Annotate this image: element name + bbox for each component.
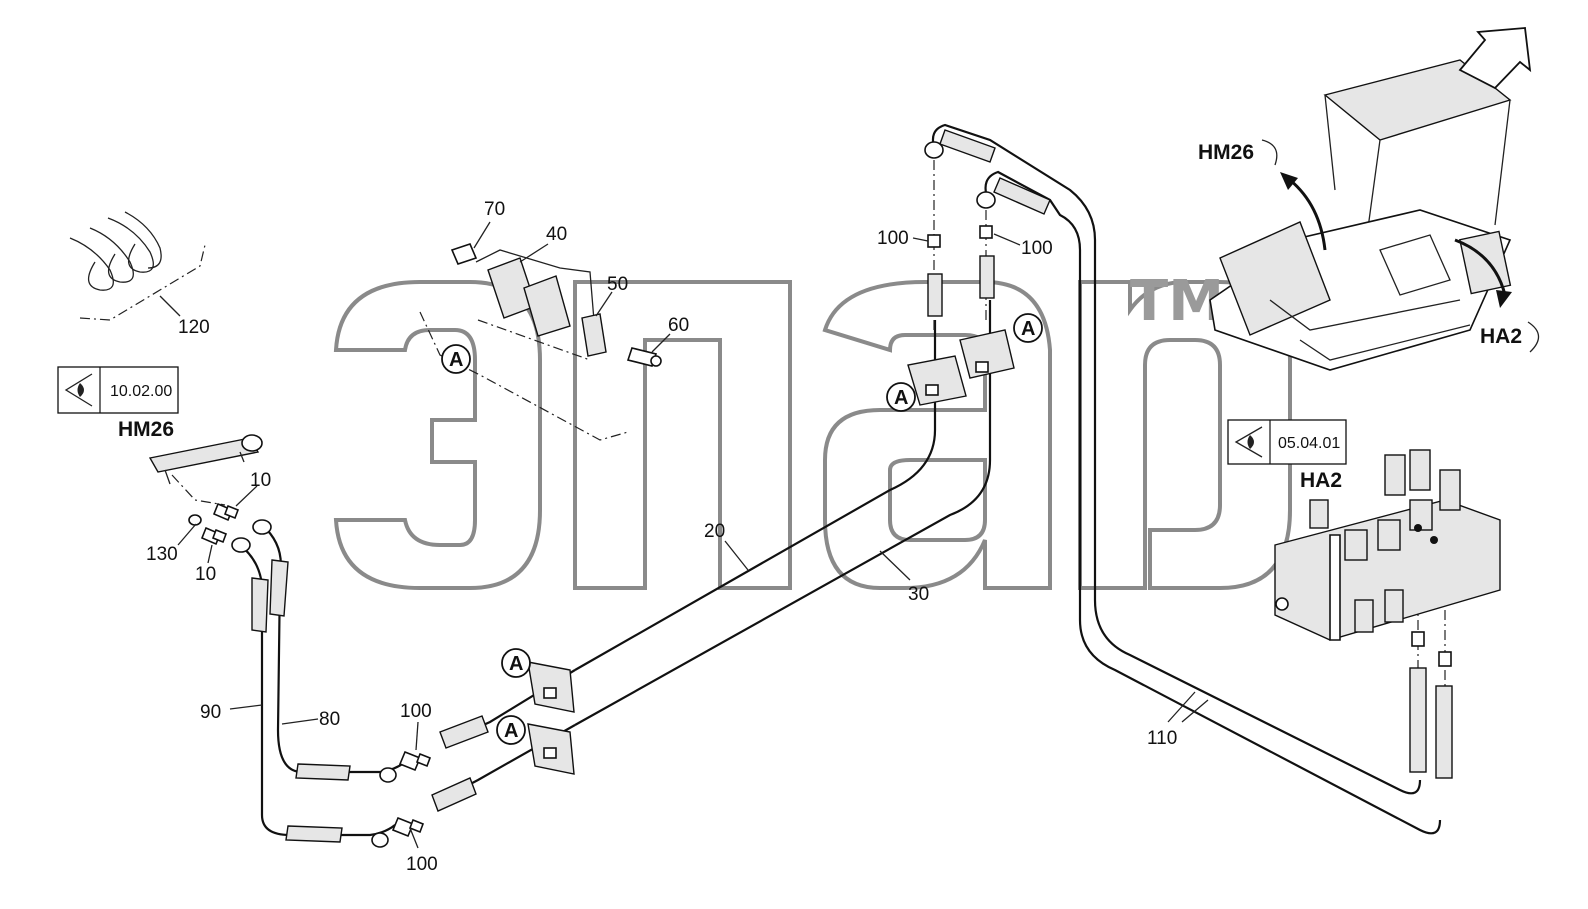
- direction-arrow-icon: [1458, 27, 1532, 90]
- callout-10-lower: 10: [195, 564, 216, 585]
- callout-120: 120: [178, 317, 210, 338]
- eye-view-icon: [1234, 426, 1263, 458]
- component-label-ha2: HA2: [1300, 469, 1342, 492]
- callout-50: 50: [607, 274, 628, 295]
- fitting-100-lower: [371, 816, 425, 848]
- watermark-logo: TM: [333, 269, 1292, 590]
- fitting-10-b: [200, 526, 228, 546]
- detail-marker-a-5: A: [496, 715, 526, 745]
- detail-marker-a-2: A: [886, 382, 916, 412]
- curved-arrow-icon: [1280, 172, 1512, 308]
- svg-text:A: A: [509, 653, 523, 675]
- callout-30: 30: [908, 584, 929, 605]
- hose-80: [252, 519, 406, 781]
- hose-20: [439, 320, 937, 749]
- o-ring-130: [188, 514, 202, 526]
- hydraulic-cylinder-hm26: [148, 434, 263, 506]
- cable-ties: [69, 211, 206, 321]
- callout-100-upper-left: 100: [877, 228, 909, 249]
- fitting-100-upper: [379, 750, 432, 783]
- fitting-10-a: [212, 502, 240, 522]
- callout-40: 40: [546, 224, 567, 245]
- component-label-hm26: HM26: [118, 418, 174, 441]
- view-ref-ha2: 05.04.01: [1278, 435, 1340, 452]
- view-box-ha2: 05.04.01: [1227, 419, 1347, 465]
- callout-10-upper: 10: [250, 470, 271, 491]
- callout-60: 60: [668, 315, 689, 336]
- trademark-label: TM: [1130, 269, 1224, 334]
- callout-100-lower: 100: [406, 854, 438, 875]
- callout-20: 20: [704, 521, 725, 542]
- svg-text:A: A: [1021, 318, 1035, 340]
- detail-marker-a-3: A: [1013, 313, 1043, 343]
- overview-label-hm26: HM26: [1198, 141, 1254, 164]
- eye-view-icon: [64, 373, 93, 407]
- control-valve-ha2: [1274, 449, 1501, 641]
- view-ref-hm26: 10.02.00: [110, 383, 172, 400]
- view-box-hm26: 10.02.00: [57, 366, 179, 414]
- detail-marker-a-4: A: [501, 648, 531, 678]
- callout-100-lower-upper: 100: [400, 701, 432, 722]
- ha2-hose-ends: [1409, 600, 1453, 779]
- svg-text:A: A: [449, 349, 463, 371]
- paver-overview: [1209, 27, 1540, 371]
- svg-text:A: A: [894, 387, 908, 409]
- overview-label-ha2: HA2: [1480, 325, 1522, 348]
- callout-90: 90: [200, 702, 221, 723]
- callout-70: 70: [484, 199, 505, 220]
- svg-text:A: A: [504, 720, 518, 742]
- callout-110: 110: [1147, 728, 1177, 749]
- hose-90: [231, 537, 396, 843]
- clamp-lower-1: [527, 661, 575, 713]
- clamp-upper-right: [959, 329, 1015, 379]
- clamp-exploded-parts: [419, 243, 662, 441]
- upper-hose-ends: [924, 123, 1442, 835]
- clamp-lower-2: [527, 723, 575, 775]
- clamp-upper-left: [907, 355, 967, 406]
- leader-lines: [159, 221, 1209, 849]
- callout-130: 130: [146, 544, 178, 565]
- callout-80: 80: [319, 709, 340, 730]
- callout-100-upper-right: 100: [1021, 238, 1053, 259]
- detail-marker-a-1: A: [441, 344, 471, 374]
